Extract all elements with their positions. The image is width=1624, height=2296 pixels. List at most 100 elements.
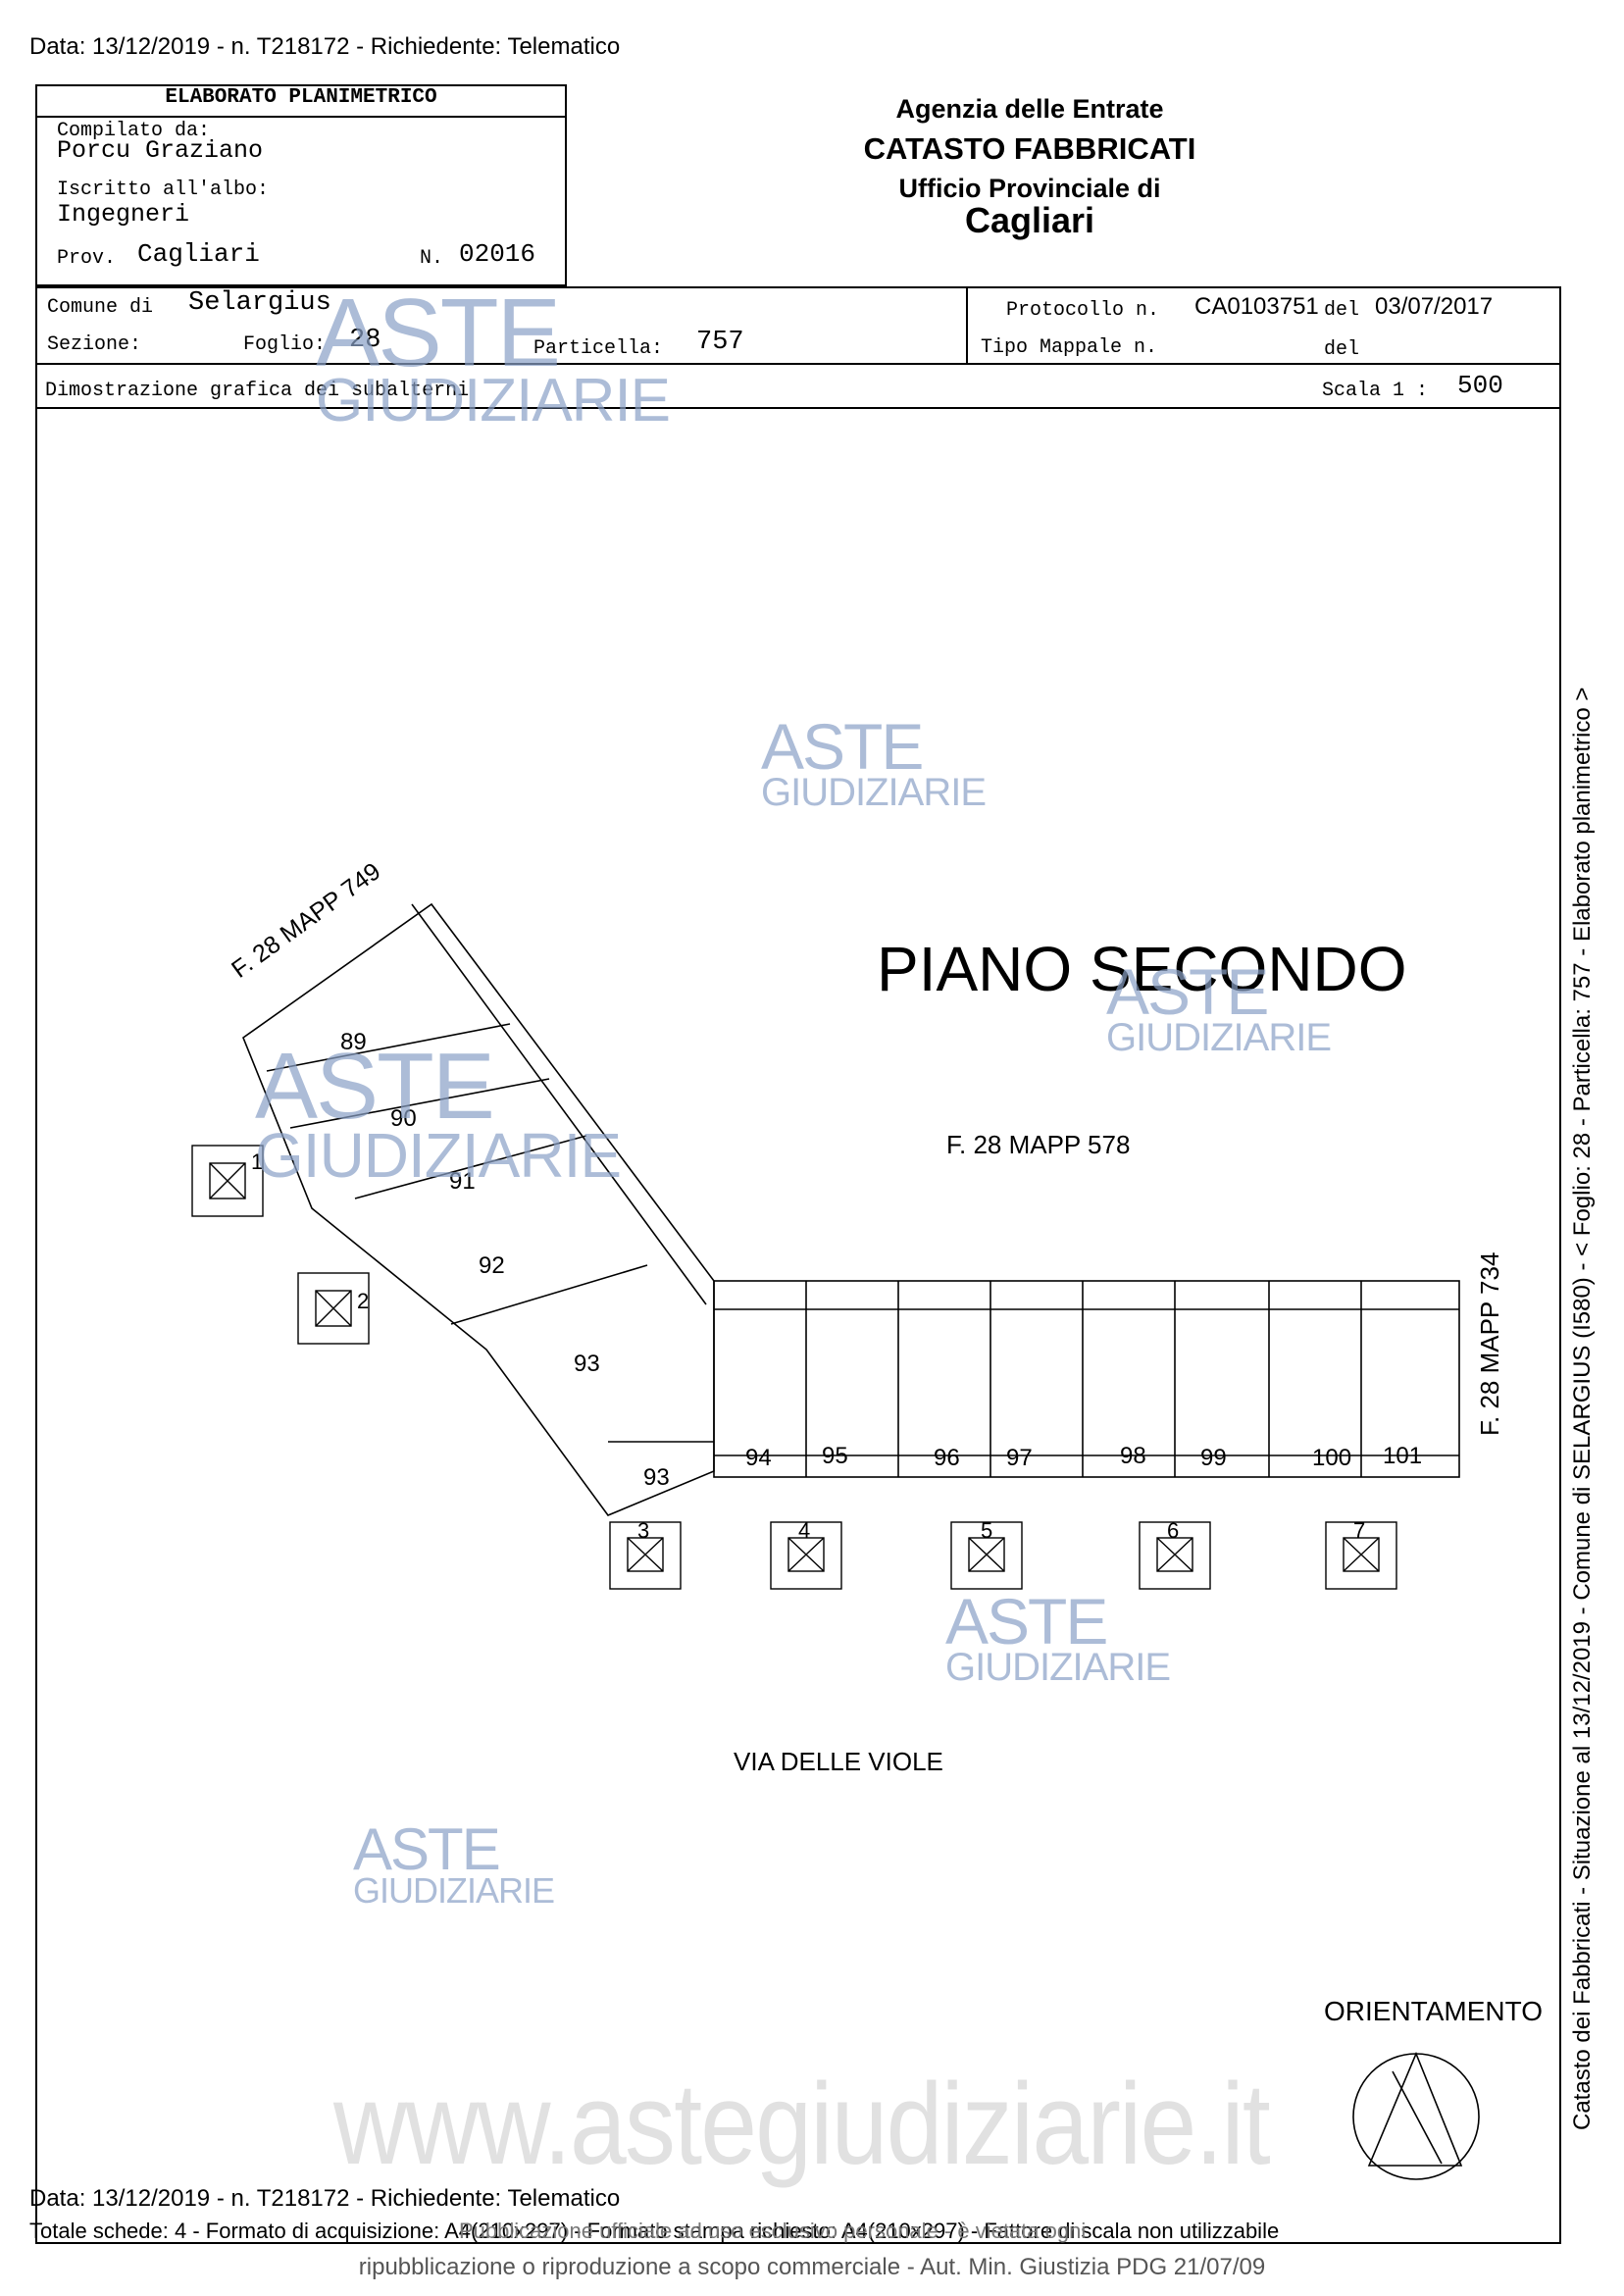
- stair-4: [770, 1521, 842, 1590]
- foglio-value: 28: [349, 326, 381, 355]
- divider: [35, 407, 1561, 409]
- elaborato-title: ELABORATO PLANIMETRICO: [165, 86, 437, 109]
- watermark-bottom: GIUDIZIARIE: [761, 771, 987, 814]
- agency-line4: Cagliari: [964, 200, 1095, 240]
- stair-1: [191, 1145, 264, 1217]
- divider: [35, 116, 567, 118]
- unit-label: 95: [822, 1443, 848, 1469]
- agency-line3: Ufficio Provinciale di: [898, 174, 1161, 203]
- particella-label: Particella:: [533, 337, 664, 360]
- stair-label: 7: [1353, 1518, 1365, 1543]
- comune-value: Selargius: [188, 288, 331, 318]
- watermark-url: www.astegiudiziarie.it: [333, 2060, 1271, 2189]
- unit-label: 97: [1006, 1445, 1033, 1471]
- footer-line1: Data: 13/12/2019 - n. T218172 - Richiede…: [29, 2185, 621, 2212]
- divider: [35, 363, 1561, 365]
- watermark: ASTE GIUDIZIARIE: [353, 1816, 555, 1911]
- compiled-label: Compilato da:: [57, 120, 211, 142]
- agency-line1: Agenzia delle Entrate: [895, 94, 1164, 124]
- footer-line3: ripubblicazione o riproduzione a scopo c…: [358, 2254, 1266, 2280]
- unit-label: 89: [340, 1029, 367, 1055]
- neighbor-top-label: F. 28 MAPP 749: [227, 857, 385, 984]
- unit-label: 100: [1312, 1445, 1351, 1471]
- unit-label: 93: [574, 1351, 600, 1377]
- north-arrow-icon: [1352, 2051, 1480, 2180]
- neighbor-center-label: F. 28 MAPP 578: [946, 1130, 1130, 1159]
- watermark-top: ASTE: [945, 1585, 1108, 1658]
- del-value: 03/07/2017: [1375, 293, 1494, 320]
- unit-label: 96: [934, 1445, 960, 1471]
- stair-2: [297, 1272, 370, 1345]
- unit-label: 101: [1383, 1443, 1422, 1469]
- right-wing-outline: [713, 1280, 1460, 1478]
- tipo-mappale-label: Tipo Mappale n.: [981, 336, 1158, 359]
- watermark-top: ASTE: [1106, 955, 1269, 1028]
- scala-value: 500: [1457, 371, 1503, 400]
- watermark-bottom: GIUDIZIARIE: [353, 1870, 555, 1911]
- unit-label: 93: [643, 1464, 670, 1491]
- agency-line2: CATASTO FABBRICATI: [863, 131, 1196, 166]
- foglio-label: Foglio:: [243, 333, 327, 356]
- neighbor-right-label: F. 28 MAPP 734: [1475, 1252, 1504, 1436]
- watermark: ASTE GIUDIZIARIE: [945, 1585, 1171, 1689]
- unit-label: 92: [479, 1252, 505, 1279]
- wall-90-91: [289, 1078, 550, 1129]
- stair-label: 5: [981, 1518, 992, 1543]
- footer-line2-overlay: Pubblicazione ufficiale ad uso esclusivo…: [459, 2219, 1087, 2243]
- stair-6: [1139, 1521, 1211, 1590]
- stair-7: [1325, 1521, 1397, 1590]
- street-label: VIA DELLE VIOLE: [734, 1747, 943, 1776]
- plan-title: PIANO SECONDO: [877, 934, 1407, 1004]
- prov-label: Prov.: [57, 247, 117, 270]
- header-line: Data: 13/12/2019 - n. T218172 - Richiede…: [29, 33, 621, 60]
- protocollo-label: Protocollo n.: [1006, 299, 1160, 322]
- del-label: del: [1324, 299, 1360, 322]
- unit-label: 94: [745, 1445, 772, 1471]
- footer-line2: Totale schede: 4 - Formato di acquisizio…: [29, 2219, 1280, 2243]
- stair-label: 1: [251, 1149, 263, 1174]
- wall-89-90: [266, 1023, 511, 1072]
- stair-5: [950, 1521, 1023, 1590]
- wall-91-92: [354, 1135, 587, 1199]
- watermark: ASTE GIUDIZIARIE: [255, 1034, 622, 1191]
- albo-value: Ingegneri: [57, 200, 190, 229]
- watermark-top: ASTE: [255, 1034, 495, 1139]
- comune-label: Comune di: [47, 296, 154, 319]
- watermark-bottom: GIUDIZIARIE: [945, 1646, 1171, 1689]
- del2-label: del: [1324, 338, 1360, 361]
- watermark-bottom: GIUDIZIARIE: [316, 367, 671, 434]
- watermark-top: ASTE: [761, 710, 924, 783]
- watermark-top: ASTE: [353, 1816, 501, 1882]
- compiled-value: Porcu Graziano: [57, 136, 264, 165]
- stair-label: 2: [357, 1289, 369, 1313]
- albo-label: Iscritto all'albo:: [57, 179, 270, 201]
- wall-92-93: [450, 1264, 648, 1325]
- side-text: Catasto dei Fabbricati - Situazione al 1…: [1569, 687, 1596, 2130]
- unit-label: 90: [390, 1105, 417, 1132]
- watermark: ASTE GIUDIZIARIE: [1106, 955, 1332, 1057]
- sezione-label: Sezione:: [47, 333, 142, 356]
- orientation-label: ORIENTAMENTO: [1324, 1996, 1543, 2026]
- drawing-frame: [35, 286, 1561, 2244]
- watermark-top: ASTE: [316, 279, 561, 386]
- num-label: N.: [420, 247, 444, 270]
- stair-label: 3: [637, 1518, 649, 1543]
- watermark: ASTE GIUDIZIARIE: [316, 279, 671, 434]
- prov-value: Cagliari: [137, 239, 260, 269]
- protocollo-value: CA0103751: [1194, 293, 1319, 320]
- stair-label: 4: [798, 1518, 810, 1543]
- unit-label: 98: [1120, 1443, 1146, 1469]
- unit-label: 99: [1200, 1445, 1227, 1471]
- unit-label: 91: [449, 1168, 476, 1195]
- watermark-bottom: GIUDIZIARIE: [255, 1120, 622, 1191]
- num-value: 02016: [459, 239, 536, 269]
- particella-value: 757: [696, 328, 744, 357]
- dimostrazione-label: Dimostrazione grafica dei subalterni: [45, 380, 470, 402]
- stair-label: 6: [1167, 1518, 1179, 1543]
- stair-3: [609, 1521, 682, 1590]
- compiler-block: [35, 84, 567, 286]
- watermark: ASTE GIUDIZIARIE: [761, 710, 987, 814]
- scala-label: Scala 1 :: [1322, 380, 1429, 402]
